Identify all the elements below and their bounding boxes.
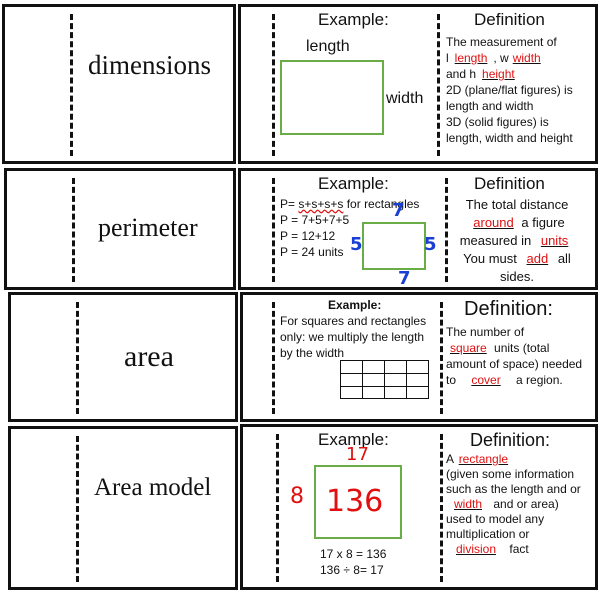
example-card-area-model [240,424,598,590]
fold-line [72,178,75,282]
area-model-side-label: 8 [290,484,304,509]
example-label-width: width [386,90,424,107]
definition-heading: Definition [474,174,545,193]
side-label-bottom: 7 [398,268,411,289]
example-card-dimensions [238,4,598,164]
example-text: For squares and rectangles only: we mult… [280,314,427,360]
fold-line [437,14,440,156]
perimeter-formula: P= s+s+s+s for rectangles P = 7+5+7+5 P … [280,197,420,259]
example-card-area [240,292,598,422]
example-card-perimeter [238,168,598,290]
term-label: perimeter [98,213,198,242]
definition-heading: Definition [474,10,545,29]
example-heading: Example: [318,10,389,29]
term-card-area-model [8,426,238,590]
fold-line [445,178,448,282]
side-label-left: 5 [350,234,363,255]
fold-line [276,434,279,582]
area-grid [340,360,429,399]
rectangle-diagram [362,222,426,270]
rectangle-diagram [280,60,384,135]
example-heading: Example: [328,298,382,312]
fold-line [76,436,79,582]
definition-text: The number of square units (total amount… [446,325,583,387]
fold-line [272,14,275,156]
fold-line [440,434,443,582]
side-label-top: 7 [392,200,405,221]
fold-line [272,302,275,414]
example-heading: Example: [318,430,389,449]
fold-line [70,14,73,156]
example-heading: Example: [318,174,389,193]
definition-text: The total distance around a figure measu… [459,197,571,284]
term-label: Area model [94,474,212,501]
definition-text: A rectangle (given some information such… [446,452,581,556]
term-label: area [124,340,174,373]
area-model-equations: 17 x 8 = 136 136 ÷ 8= 17 [320,547,387,577]
definition-heading: Definition: [470,430,551,450]
term-card-area [8,292,238,422]
fold-line [76,302,79,414]
area-model-product: 136 [326,484,384,519]
example-label-length: length [306,38,350,55]
area-model-top-label: 17 [346,444,369,465]
area-model-rectangle [314,465,402,539]
fold-line [272,178,275,282]
term-card-perimeter [4,168,236,290]
term-label: dimensions [88,50,212,80]
side-label-right: 5 [424,234,437,255]
fold-line [440,302,443,414]
term-card-dimensions [2,4,236,164]
definition-heading: Definition: [464,298,553,320]
